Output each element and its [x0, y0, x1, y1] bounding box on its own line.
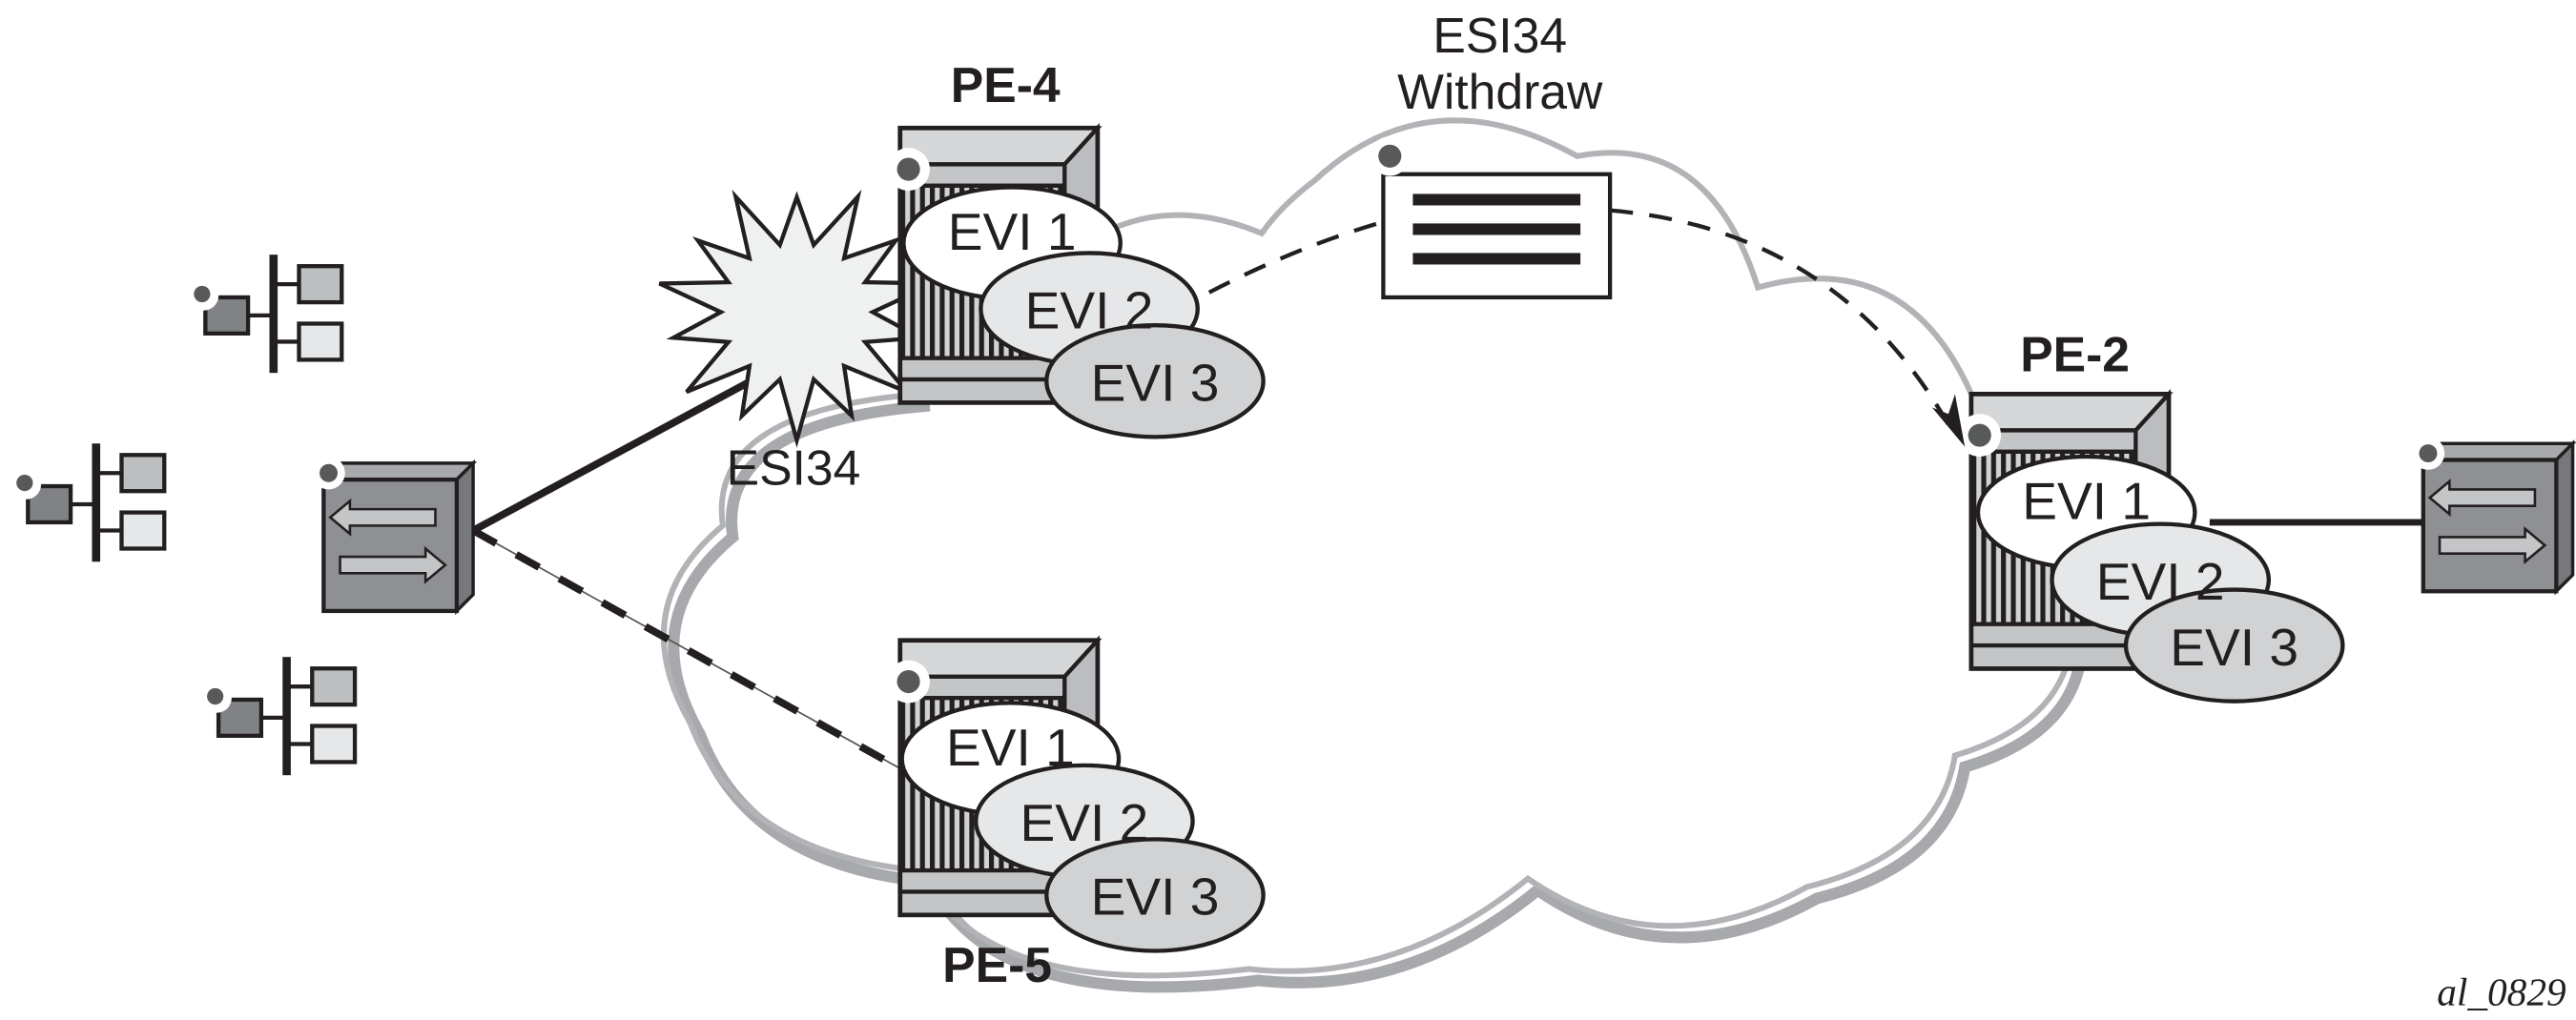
- switch-side: [455, 459, 475, 616]
- message-path-out: [1609, 208, 1954, 432]
- switch-top: [2419, 441, 2576, 462]
- router-band: [897, 356, 1067, 382]
- evi-label: EVI 2: [1020, 793, 1149, 852]
- host-icon: [119, 510, 167, 551]
- message-box: [1381, 172, 1613, 300]
- figure-id: al_0829: [2437, 969, 2566, 1013]
- switch-dot-icon: [319, 463, 338, 482]
- message-path-in: [1207, 219, 1385, 295]
- arrow-left-icon: [2427, 479, 2537, 518]
- lan-segment-1: [189, 255, 344, 374]
- message-line: [1412, 223, 1581, 235]
- lan-bus: [282, 657, 291, 776]
- evi-labels: EVI 1 EVI 2 EVI 3: [948, 202, 1220, 412]
- host-icon: [297, 264, 344, 305]
- switch-front: [321, 477, 460, 614]
- arrow-right-icon: [2438, 526, 2547, 565]
- evi-ellipses: [901, 185, 1266, 439]
- message-dot-icon: [1378, 144, 1402, 168]
- host-icon: [119, 453, 167, 494]
- switch-dot-icon: [2419, 444, 2438, 463]
- router-band: [897, 377, 1067, 405]
- evi-label: EVI 3: [2170, 618, 2298, 677]
- lan-segment-3: [201, 657, 358, 776]
- router-band: [897, 889, 1067, 917]
- evi-label: EVI 1: [948, 202, 1077, 261]
- router-pe5[interactable]: EVI 1 EVI 2 EVI 3: [887, 635, 1266, 953]
- router-pe4[interactable]: EVI 1 EVI 2 EVI 3: [887, 122, 1266, 439]
- switch-top: [319, 461, 478, 481]
- router-dot-icon: [1968, 423, 1991, 447]
- message-title: ESI34: [1432, 8, 1567, 63]
- router-band: [1968, 643, 2138, 671]
- link-ce-pe5-standby: [471, 527, 902, 772]
- switch-side: [2554, 439, 2575, 596]
- evi-ellipse[interactable]: [1044, 323, 1266, 439]
- evi-label: EVI 2: [2096, 552, 2225, 611]
- evi-ellipses: [899, 701, 1266, 953]
- message-line: [1412, 194, 1581, 206]
- pe2-label: PE-2: [2020, 326, 2130, 381]
- evi-ellipse[interactable]: [1044, 837, 1266, 953]
- evi-labels: EVI 1 EVI 2 EVI 3: [946, 718, 1219, 927]
- provider-cloud: [661, 117, 2089, 993]
- lan-segment-2: [11, 443, 167, 562]
- arrowhead-icon: [1931, 394, 1966, 447]
- evi-labels: EVI 1 EVI 2 EVI 3: [2022, 471, 2298, 676]
- cloud-outline: [661, 117, 2075, 979]
- evi-label: EVI 1: [2022, 471, 2151, 530]
- router-dot-icon: [896, 157, 920, 181]
- evi-ellipse[interactable]: [2123, 587, 2345, 704]
- host-dot-icon: [207, 687, 224, 705]
- arrow-right-icon: [339, 545, 447, 584]
- router-pe2[interactable]: EVI 1 EVI 2 EVI 3: [1958, 388, 2345, 704]
- host-icon: [203, 295, 251, 336]
- ce-switch-right[interactable]: [2411, 437, 2576, 596]
- message-line: [1412, 253, 1581, 265]
- pe5-label: PE-5: [942, 937, 1052, 992]
- switch-front: [2421, 458, 2559, 594]
- ce-switch-left[interactable]: [312, 457, 478, 616]
- pe4-label: PE-4: [951, 57, 1061, 112]
- lan-bus: [92, 443, 101, 562]
- arrow-left-icon: [328, 498, 437, 537]
- host-dot-icon: [194, 285, 211, 303]
- router-dot-icon: [896, 669, 920, 694]
- failure-label: ESI34: [727, 439, 861, 495]
- host-icon: [310, 724, 358, 765]
- message-subtitle: Withdraw: [1397, 64, 1603, 119]
- evi-label: EVI 3: [1091, 353, 1220, 412]
- failure-starburst-icon: [658, 189, 936, 448]
- cloud-shadow: [668, 399, 2089, 993]
- host-icon: [310, 666, 358, 707]
- evi-label: EVI 1: [946, 718, 1075, 777]
- evi-label: EVI 2: [1025, 281, 1154, 340]
- host-icon: [297, 321, 344, 362]
- evi-label: EVI 3: [1091, 867, 1220, 927]
- link-ce-pe4: [471, 366, 774, 534]
- evi-ellipses: [1975, 454, 2345, 704]
- lan-bus: [269, 255, 278, 374]
- withdraw-message: ESI34 Withdraw: [1207, 8, 1966, 447]
- host-dot-icon: [16, 474, 33, 492]
